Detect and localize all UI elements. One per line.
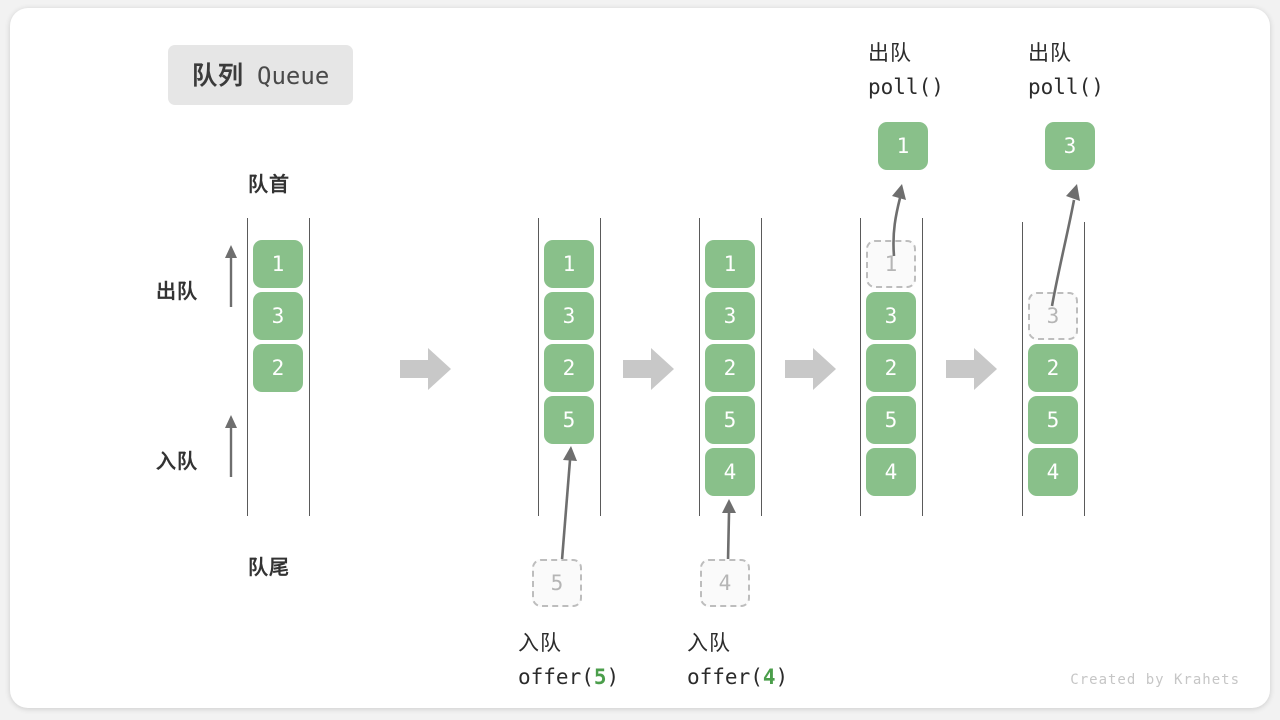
queue-cell: 2 <box>1028 344 1078 392</box>
fn-open: offer( <box>518 664 594 689</box>
queue-front-label: 队首 <box>248 174 290 196</box>
fn-arg: 5 <box>593 664 607 689</box>
operation-label-offer-5: 入队 offer(5) <box>518 628 619 693</box>
enqueue-flow-arrow-icon <box>560 446 577 561</box>
queue-rail-left <box>247 218 248 516</box>
dequeued-element: 1 <box>878 122 928 170</box>
queue-state-5: 3 2 5 4 <box>1022 222 1086 518</box>
queue-rail-right <box>600 218 601 516</box>
dequeue-flow-arrow-icon <box>892 184 906 257</box>
enqueue-direction-arrow-icon <box>225 415 237 477</box>
operation-label-line2: offer(4) <box>687 661 788 694</box>
queue-rail-right <box>761 218 762 516</box>
queue-state-2: 1 3 2 5 <box>538 218 602 518</box>
queue-rail-left <box>538 218 539 516</box>
queue-cell: 1 <box>253 240 303 288</box>
queue-state-3: 1 3 2 5 4 <box>699 218 763 518</box>
queue-state-1: 1 3 2 <box>247 218 311 518</box>
fn-close: ) <box>606 664 620 689</box>
dequeue-direction-label: 出队 <box>156 281 198 303</box>
queue-cell: 2 <box>544 344 594 392</box>
step-arrow-icon <box>785 348 836 390</box>
operation-label-line1: 入队 <box>687 632 731 655</box>
step-arrow-icon <box>946 348 997 390</box>
queue-cell: 5 <box>1028 396 1078 444</box>
operation-label-poll-2: 出队 poll() <box>1028 38 1104 103</box>
queue-rail-left <box>860 218 861 516</box>
queue-cell: 3 <box>705 292 755 340</box>
queue-cell: 3 <box>866 292 916 340</box>
fn-arg: 4 <box>762 664 776 689</box>
fn-close: ) <box>775 664 789 689</box>
queue-cell: 5 <box>705 396 755 444</box>
queue-cell: 1 <box>705 240 755 288</box>
incoming-element-ghost: 4 <box>700 559 750 607</box>
queue-cell: 4 <box>866 448 916 496</box>
incoming-element-ghost: 5 <box>532 559 582 607</box>
queue-rail-right <box>1084 222 1085 516</box>
operation-label-poll-1: 出队 poll() <box>868 38 944 103</box>
queue-rail-right <box>309 218 310 516</box>
dequeue-direction-arrow-icon <box>225 245 237 307</box>
queue-cell: 4 <box>1028 448 1078 496</box>
diagram-title-badge: 队列 Queue <box>168 45 354 105</box>
queue-rail-right <box>922 218 923 516</box>
operation-label-line2: offer(5) <box>518 661 619 694</box>
queue-cell: 3 <box>544 292 594 340</box>
dequeued-element: 3 <box>1045 122 1095 170</box>
step-arrow-icon <box>400 348 451 390</box>
credit-text: Created by Krahets <box>1070 672 1240 688</box>
queue-cell: 5 <box>866 396 916 444</box>
queue-cell: 5 <box>544 396 594 444</box>
queue-cell: 2 <box>866 344 916 392</box>
queue-cell: 2 <box>253 344 303 392</box>
queue-rear-label: 队尾 <box>248 557 290 579</box>
dequeued-slot-ghost: 1 <box>866 240 916 288</box>
enqueue-flow-arrow-icon <box>722 499 736 562</box>
step-arrow-icon <box>623 348 674 390</box>
queue-cell: 1 <box>544 240 594 288</box>
title-chinese: 队列 <box>192 62 245 90</box>
queue-cell: 3 <box>253 292 303 340</box>
fn-open: offer( <box>687 664 763 689</box>
queue-cell: 2 <box>705 344 755 392</box>
dequeue-flow-arrow-icon <box>1050 184 1080 307</box>
queue-cell: 4 <box>705 448 755 496</box>
operation-label-line2: poll() <box>1028 74 1104 99</box>
operation-label-line1: 入队 <box>518 632 562 655</box>
operation-label-line2: poll() <box>868 74 944 99</box>
operation-label-line1: 出队 <box>868 42 912 65</box>
queue-state-4: 1 3 2 5 4 <box>860 218 924 518</box>
title-english: Queue <box>257 62 330 90</box>
diagram-card: 队列 Queue 队首 队尾 出队 入队 1 3 2 1 3 2 5 <box>10 8 1270 708</box>
queue-rail-left <box>1022 222 1023 516</box>
operation-label-offer-4: 入队 offer(4) <box>687 628 788 693</box>
operation-label-line1: 出队 <box>1028 42 1072 65</box>
enqueue-direction-label: 入队 <box>156 451 198 473</box>
queue-rail-left <box>699 218 700 516</box>
